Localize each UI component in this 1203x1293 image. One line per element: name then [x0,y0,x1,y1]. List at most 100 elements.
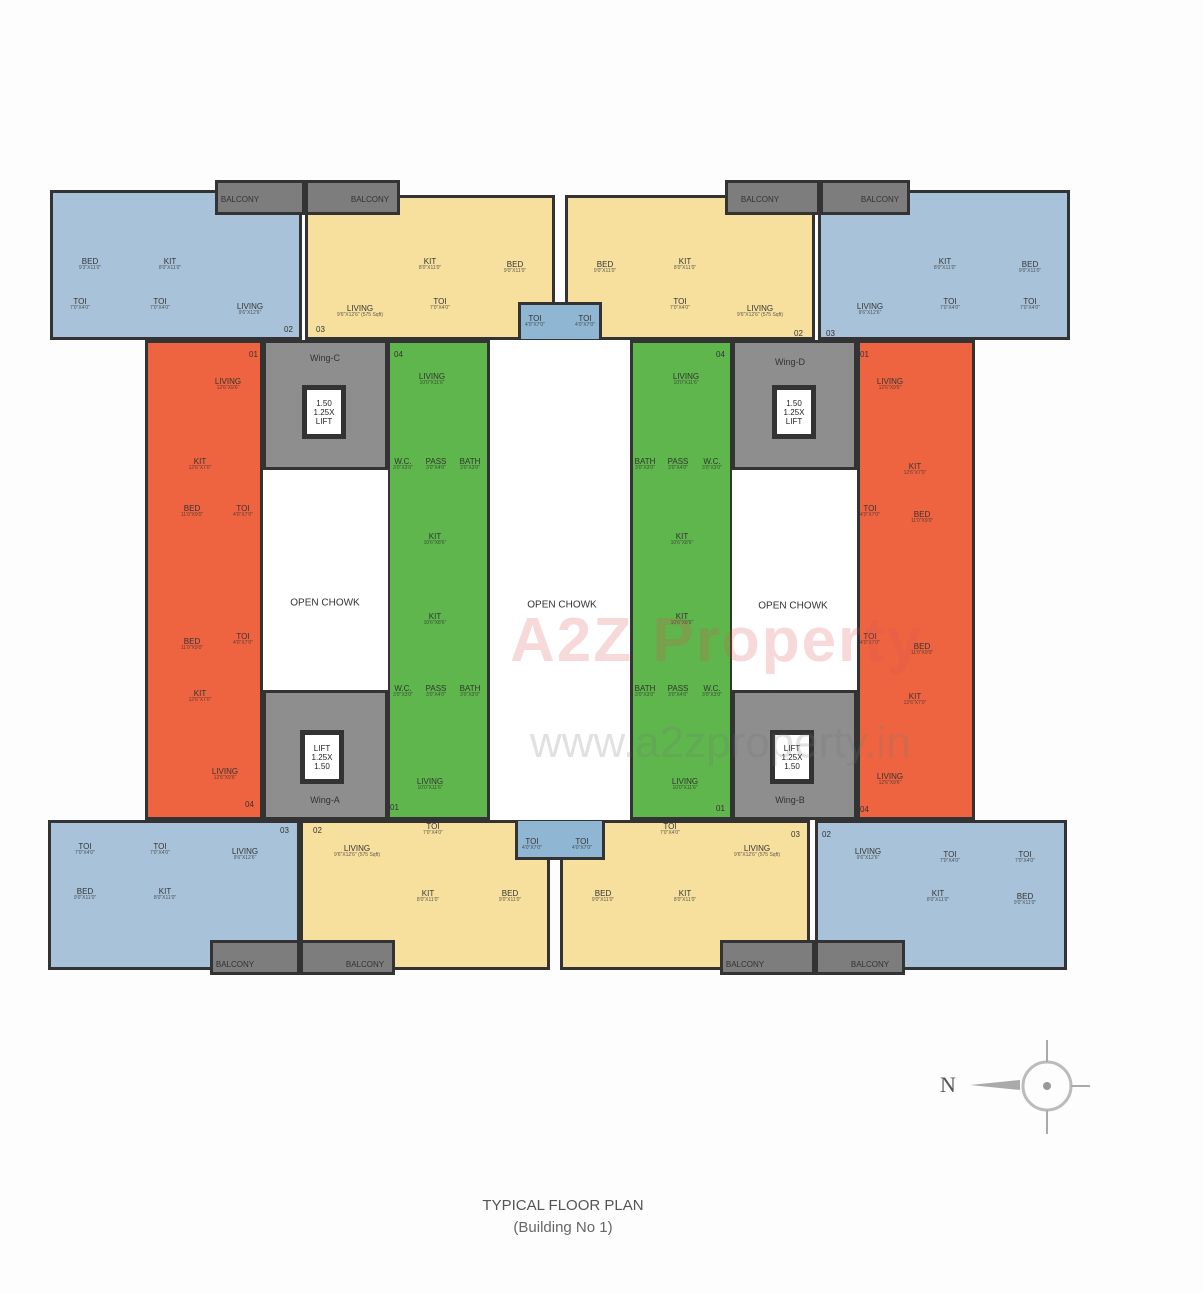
room-dimensions: 3'0"X3'0" [635,465,655,472]
room-name: BATH [459,684,481,694]
room-name: KIT [908,692,922,702]
room-name: BED [1021,260,1039,270]
unit-number: 03 [791,830,800,839]
lift-label: 1.25X [311,752,333,762]
plan-subtitle: (Building No 1) [513,1219,613,1236]
wing-label: Wing-C [309,353,341,363]
room-name: TOI [433,297,447,307]
room-dimensions: 4'0"X7'0" [575,322,595,329]
room-name: LIVING [418,372,446,382]
room-name: KIT [428,612,442,622]
room-name: LIVING [416,777,444,787]
room-name: TOI [943,297,957,307]
open-chowk-label: OPEN CHOWK [290,597,360,609]
room-name: BED [76,887,94,897]
room-dimensions: 7'0"X4'0" [75,850,95,857]
lift-label: 1.25X [781,752,803,762]
room-dimensions: 4'0"X7'0" [525,322,545,329]
unit-number: 02 [794,329,803,338]
room-dimensions: 9'0"X11'0" [593,268,617,275]
room-name: PASS [425,684,447,694]
room-dimensions: 8'0"X11'0" [673,897,697,904]
watermark-url: www.a2zproperty.in [530,718,911,767]
unit-number: 01 [716,804,725,813]
room-dimensions: 4'0"X7'0" [233,640,253,647]
room-name: KIT [193,689,207,699]
unit-number: 04 [394,350,403,359]
room-dimensions: 12'6"X9'6" [878,385,902,392]
lift-label: 1.50 [314,761,330,771]
room-name: LIVING [876,772,904,782]
lift-label: LIFT [313,743,331,753]
room-dimensions: 7'0"X4'0" [423,830,443,837]
room-name: TOI [525,837,539,847]
room-dimensions: 11'0"X9'0" [180,512,204,519]
room-name: LIVING [743,844,771,854]
north-compass-icon: N [940,1040,1100,1145]
room-dimensions: 9'6"X12'6" (575 Sqft) [733,852,781,859]
zone-unit-orange [857,340,975,820]
room-label-balcony: BALCONY [221,195,259,204]
room-name: BED [913,642,931,652]
room-dimensions: 11'0"X9'0" [910,650,934,657]
room-dimensions: 3'0"X4'0" [668,692,688,699]
room-name: TOI [578,314,592,324]
lift-label: 1.50 [784,761,800,771]
unit-number: 04 [860,805,869,814]
zone-unit-green [387,340,490,820]
unit-number: 01 [390,803,399,812]
lift-label: 1.25X [313,407,335,417]
room-name: KIT [938,257,952,267]
room-name: TOI [236,504,250,514]
room-name: BED [183,504,201,514]
room-name: BALCONY [725,959,765,969]
unit-number: 03 [280,826,289,835]
room-name: KIT [678,257,692,267]
room-dimensions: 7'0"X4'0" [150,850,170,857]
room-name: LIVING [211,767,239,777]
room-name: TOI [673,297,687,307]
room-name: LIVING [343,844,371,854]
room-dimensions: 8'0"X11'0" [673,265,697,272]
room-dimensions: 10'6"X8'6" [670,620,694,627]
room-dimensions: 3'0"X4'0" [426,692,446,699]
zone-toilet-blue [515,818,605,860]
room-dimensions: 9'6"X12'6" [856,855,880,862]
room-name: BATH [634,457,656,467]
room-dimensions: 7'0"X4'0" [940,858,960,865]
room-name: LIVING [671,777,699,787]
room-name: BATH [459,457,481,467]
room-name: BED [1016,892,1034,902]
lift-label: LIFT [315,416,333,426]
room-name: PASS [667,684,689,694]
zone-balcony-gray [820,180,910,215]
room-dimensions: 8'0"X11'0" [418,265,442,272]
unit-number: 02 [284,325,293,334]
room-dimensions: 8'0"X11'0" [416,897,440,904]
